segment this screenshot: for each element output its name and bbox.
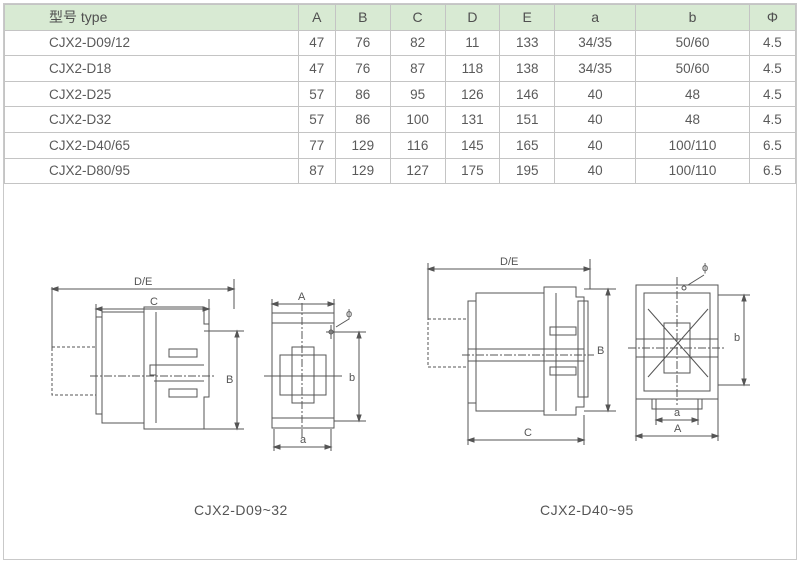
table-cell: 57 bbox=[297, 106, 336, 133]
small-model-caption: CJX2-D09~32 bbox=[194, 502, 288, 518]
table-cell: 76 bbox=[334, 55, 391, 82]
small-b-upper-label: B bbox=[226, 374, 233, 386]
large-model-caption: CJX2-D40~95 bbox=[540, 502, 634, 518]
small-phi-label: ϕ bbox=[346, 308, 352, 320]
table-cell: 129 bbox=[334, 131, 391, 159]
table-cell: 82 bbox=[389, 29, 446, 57]
table-cell: 40 bbox=[554, 157, 637, 185]
table-cell: 47 bbox=[297, 29, 336, 57]
large-side-view bbox=[628, 274, 750, 441]
header-A: A bbox=[297, 4, 336, 31]
table-cell: 126 bbox=[444, 80, 501, 108]
table-cell: 57 bbox=[297, 80, 336, 108]
table-cell: 151 bbox=[499, 106, 556, 133]
table-cell-model: CJX2-D09/12 bbox=[4, 29, 299, 57]
small-front-view bbox=[50, 279, 244, 431]
header-a: a bbox=[554, 4, 637, 31]
dimension-table: 型号 type A B C D E a b Φ CJX2-D09/12 47 7… bbox=[4, 4, 797, 185]
table-cell: 6.5 bbox=[748, 131, 797, 159]
header-D: D bbox=[444, 4, 501, 31]
table-cell: 116 bbox=[389, 131, 446, 159]
table-cell: 4.5 bbox=[748, 29, 797, 57]
table-header-row: 型号 type A B C D E a b Φ bbox=[4, 4, 797, 31]
table-cell: 48 bbox=[635, 106, 750, 133]
table-cell: 48 bbox=[635, 80, 750, 108]
header-model: 型号 type bbox=[4, 4, 299, 31]
table-cell: 195 bbox=[499, 157, 556, 185]
table-cell-model: CJX2-D40/65 bbox=[4, 131, 299, 159]
small-de-label: D/E bbox=[134, 276, 152, 288]
header-b: b bbox=[635, 4, 750, 31]
table-cell: 118 bbox=[444, 55, 501, 82]
large-a-upper-label: A bbox=[674, 423, 682, 435]
table-cell: 87 bbox=[297, 157, 336, 185]
table-cell: 138 bbox=[499, 55, 556, 82]
table-row: CJX2-D25 57 86 95 126 146 40 48 4.5 bbox=[4, 80, 797, 108]
technical-drawings: D/E C B A ϕ b a D/E C B A ϕ b a CJX2-D09… bbox=[4, 189, 796, 559]
table-cell: 86 bbox=[334, 80, 391, 108]
large-phi-label: ϕ bbox=[702, 262, 708, 274]
table-cell: 77 bbox=[297, 131, 336, 159]
table-row: CJX2-D32 57 86 100 131 151 40 48 4.5 bbox=[4, 106, 797, 133]
table-cell: 146 bbox=[499, 80, 556, 108]
table-cell-model: CJX2-D32 bbox=[4, 106, 299, 133]
table-cell: 50/60 bbox=[635, 29, 750, 57]
table-cell: 145 bbox=[444, 131, 501, 159]
small-side-view bbox=[264, 299, 366, 451]
table-cell: 86 bbox=[334, 106, 391, 133]
table-cell: 95 bbox=[389, 80, 446, 108]
large-de-label: D/E bbox=[500, 256, 518, 268]
table-cell: 40 bbox=[554, 80, 637, 108]
table-cell: 34/35 bbox=[554, 29, 637, 57]
table-cell: 129 bbox=[334, 157, 391, 185]
table-cell: 175 bbox=[444, 157, 501, 185]
table-cell: 76 bbox=[334, 29, 391, 57]
table-cell: 50/60 bbox=[635, 55, 750, 82]
table-cell: 133 bbox=[499, 29, 556, 57]
table-row: CJX2-D09/12 47 76 82 11 133 34/35 50/60 … bbox=[4, 29, 797, 57]
table-cell: 100/110 bbox=[635, 157, 750, 185]
table-cell: 131 bbox=[444, 106, 501, 133]
large-b-upper-label: B bbox=[597, 345, 604, 357]
table-cell: 4.5 bbox=[748, 55, 797, 82]
drawings-svg: D/E C B A ϕ b a D/E C B A ϕ b a bbox=[50, 256, 750, 451]
table-cell: 100 bbox=[389, 106, 446, 133]
table-cell: 4.5 bbox=[748, 106, 797, 133]
table-cell: 34/35 bbox=[554, 55, 637, 82]
table-cell-model: CJX2-D80/95 bbox=[4, 157, 299, 185]
table-row: CJX2-D18 47 76 87 118 138 34/35 50/60 4.… bbox=[4, 55, 797, 82]
table-cell: 6.5 bbox=[748, 157, 797, 185]
table-cell-model: CJX2-D25 bbox=[4, 80, 299, 108]
small-a-upper-label: A bbox=[298, 291, 306, 303]
table-cell: 127 bbox=[389, 157, 446, 185]
header-B: B bbox=[334, 4, 391, 31]
spec-sheet: 型号 type A B C D E a b Φ CJX2-D09/12 47 7… bbox=[3, 3, 797, 560]
header-phi: Φ bbox=[748, 4, 797, 31]
table-row: CJX2-D40/65 77 129 116 145 165 40 100/11… bbox=[4, 131, 797, 159]
large-b-lower-label: b bbox=[734, 332, 740, 344]
large-a-lower-label: a bbox=[674, 407, 681, 419]
header-E: E bbox=[499, 4, 556, 31]
header-C: C bbox=[389, 4, 446, 31]
table-cell-model: CJX2-D18 bbox=[4, 55, 299, 82]
table-cell: 100/110 bbox=[635, 131, 750, 159]
large-c-label: C bbox=[524, 427, 532, 439]
table-cell: 40 bbox=[554, 131, 637, 159]
table-row: CJX2-D80/95 87 129 127 175 195 40 100/11… bbox=[4, 157, 797, 185]
table-cell: 4.5 bbox=[748, 80, 797, 108]
small-c-label: C bbox=[150, 296, 158, 308]
small-a-lower-label: a bbox=[300, 434, 307, 446]
table-cell: 40 bbox=[554, 106, 637, 133]
table-cell: 165 bbox=[499, 131, 556, 159]
table-cell: 11 bbox=[444, 29, 501, 57]
large-front-view bbox=[426, 259, 616, 445]
table-cell: 47 bbox=[297, 55, 336, 82]
table-cell: 87 bbox=[389, 55, 446, 82]
small-b-lower-label: b bbox=[349, 372, 355, 384]
